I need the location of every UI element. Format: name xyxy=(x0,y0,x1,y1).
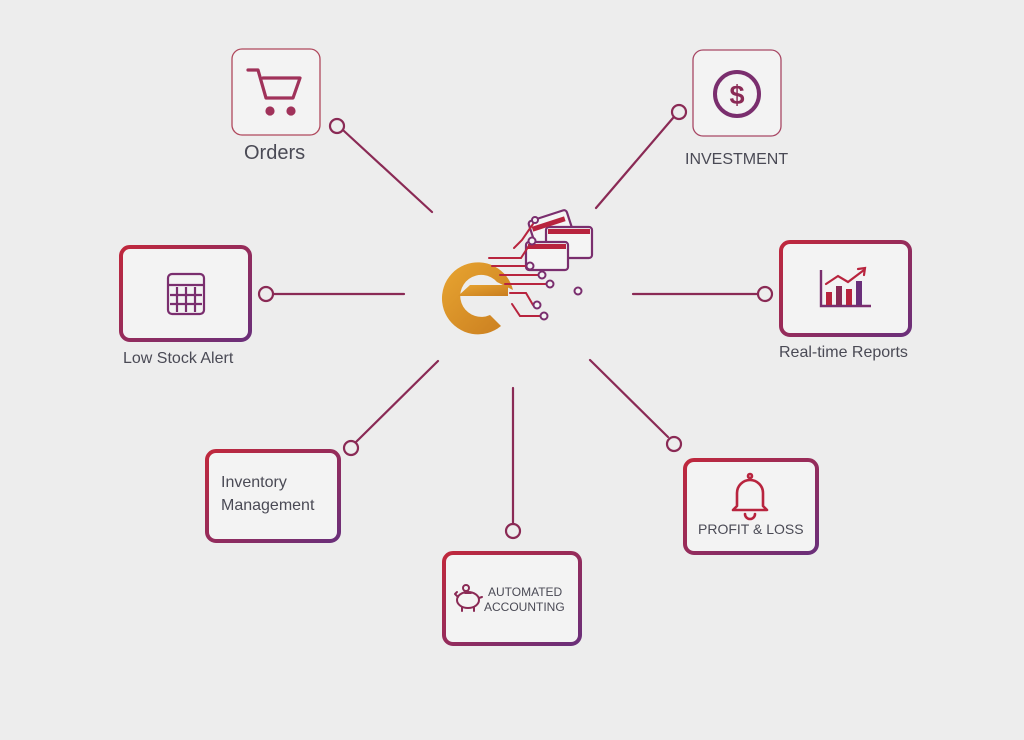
node-boxes xyxy=(119,48,912,646)
piggy-bank-icon xyxy=(454,584,483,612)
bell-icon xyxy=(731,472,769,521)
bar-chart-icon xyxy=(819,266,871,308)
profit-box xyxy=(683,458,819,555)
svg-text:$: $ xyxy=(729,80,744,110)
dollar-coin-icon: $ xyxy=(713,70,761,118)
profit-loss-label: PROFIT & LOSS xyxy=(698,521,804,537)
connector-node-accounting xyxy=(504,522,522,540)
inventory-label-line1: Inventory xyxy=(221,474,287,491)
connector-investment xyxy=(594,116,675,210)
connector-node-reports xyxy=(756,285,774,303)
low-stock-alert-label: Low Stock Alert xyxy=(123,350,234,367)
connector-orders xyxy=(342,129,434,214)
investment-label: INVESTMENT xyxy=(685,151,789,168)
inventory-box xyxy=(205,449,341,543)
connector-node-low-stock xyxy=(257,285,275,303)
connector-node-inventory xyxy=(342,439,360,457)
e-commerce-logo-icon xyxy=(441,209,594,335)
accounting-label-line2: ACCOUNTING xyxy=(484,600,565,614)
connector-node-profit xyxy=(665,435,683,453)
connectors xyxy=(257,103,774,540)
connector-node-investment xyxy=(670,103,688,121)
connector-profit xyxy=(588,358,670,439)
connector-node-orders xyxy=(328,117,346,135)
orders-box xyxy=(231,48,321,136)
connector-inventory xyxy=(354,359,440,444)
calculator-icon xyxy=(166,272,206,316)
accounting-label-line1: AUTOMATED xyxy=(488,585,563,599)
inventory-label-line2: Management xyxy=(221,497,315,514)
investment-box xyxy=(692,49,782,137)
orders-label: Orders xyxy=(244,142,306,164)
reports-box xyxy=(779,240,912,337)
realtime-reports-label: Real-time Reports xyxy=(779,344,908,361)
shopping-cart-icon xyxy=(246,68,302,116)
accounting-box xyxy=(442,551,582,646)
